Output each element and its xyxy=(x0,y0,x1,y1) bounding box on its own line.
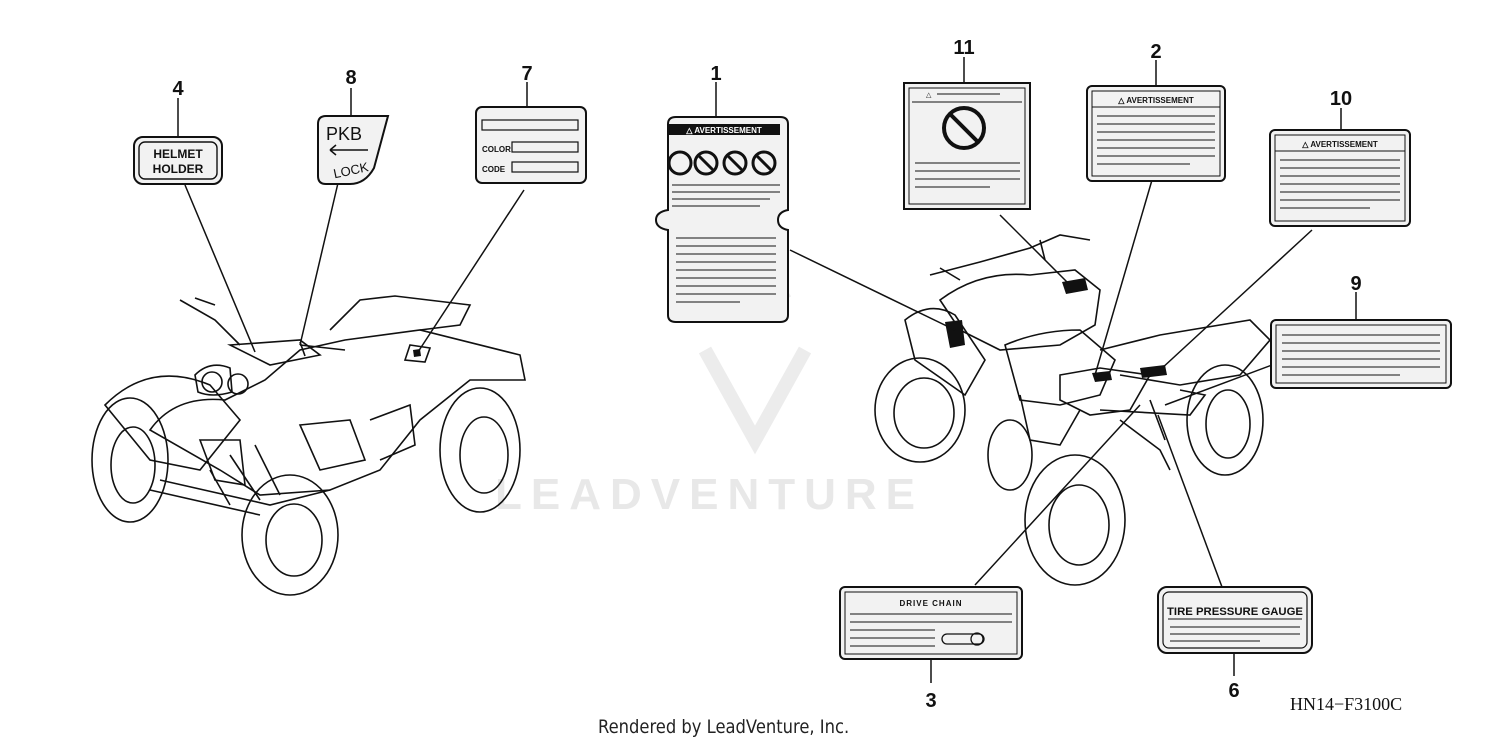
pkb-text: PKB xyxy=(326,124,362,144)
warning-1-text: △ AVERTISSEMENT xyxy=(685,126,762,135)
drive-chain-text: DRIVE CHAIN xyxy=(899,599,962,608)
callout-3: 3 xyxy=(925,690,936,712)
figure-code: HN14−F3100C xyxy=(1290,694,1403,714)
callout-9: 9 xyxy=(1350,273,1361,295)
atv-left-illustration xyxy=(91,295,526,596)
callout-4: 4 xyxy=(172,78,184,100)
credit-text: Rendered by LeadVenture, Inc. xyxy=(598,716,850,738)
label-11-prohibition: △ xyxy=(903,82,1031,210)
callout-2: 2 xyxy=(1150,41,1161,63)
callout-11: 11 xyxy=(953,37,974,59)
label-7-color-code: COLOR CODE xyxy=(475,106,587,184)
code-text: CODE xyxy=(482,165,506,174)
callout-10: 10 xyxy=(1330,88,1352,110)
label-10-warning: △ AVERTISSEMENT xyxy=(1269,129,1411,227)
helmet-text-line1: HELMET xyxy=(153,147,203,161)
label-1-warning: △ AVERTISSEMENT xyxy=(654,116,789,323)
leader-lines xyxy=(177,57,1357,683)
label-2-warning: △ AVERTISSEMENT xyxy=(1086,85,1226,182)
warning-10-text: △ AVERTISSEMENT xyxy=(1301,140,1378,149)
color-text: COLOR xyxy=(482,145,511,154)
lock-text: LOCK xyxy=(332,159,370,181)
label-6-tire-pressure-gauge: TIRE PRESSURE GAUGE xyxy=(1157,586,1313,654)
label-4-helmet-holder: HELMET HOLDER xyxy=(133,136,223,185)
callout-1: 1 xyxy=(710,63,721,85)
svg-text:△: △ xyxy=(926,92,932,99)
callout-8: 8 xyxy=(345,67,356,89)
callout-7: 7 xyxy=(521,63,532,85)
watermark-text: LEADVENTURE xyxy=(495,470,925,519)
label-9-text-plate xyxy=(1270,319,1452,389)
helmet-text-line2: HOLDER xyxy=(153,162,204,176)
label-3-drive-chain: DRIVE CHAIN xyxy=(839,586,1023,660)
warning-2-text: △ AVERTISSEMENT xyxy=(1117,96,1194,105)
label-8-pkb-lock: PKB LOCK xyxy=(317,115,390,185)
callout-6: 6 xyxy=(1228,680,1239,702)
tire-gauge-text: TIRE PRESSURE GAUGE xyxy=(1167,606,1303,618)
callout-numbers: 1 2 3 4 6 7 8 9 10 11 xyxy=(172,37,1361,712)
